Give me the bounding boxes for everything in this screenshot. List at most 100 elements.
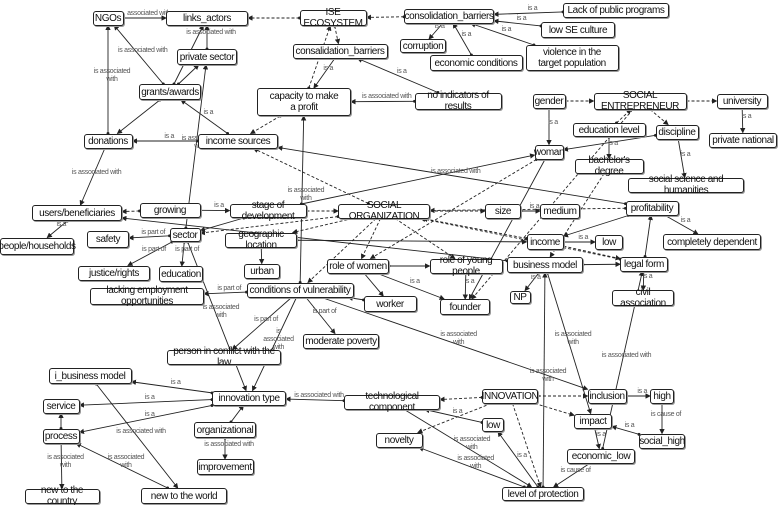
- concept-node-mod-poverty[interactable]: moderate poverty: [303, 333, 379, 349]
- concept-node-discipline[interactable]: discipline: [655, 124, 699, 140]
- concept-node-improvement[interactable]: improvement: [196, 459, 254, 475]
- concept-node-social-high[interactable]: social_high: [639, 433, 685, 449]
- concept-node-civil[interactable]: civil association: [612, 287, 674, 309]
- edge-stage-woman: [299, 153, 536, 206]
- concept-node-urban[interactable]: urban: [244, 263, 280, 279]
- concept-node-stage[interactable]: stage of development: [229, 200, 307, 222]
- concept-node-new-country[interactable]: new to the country: [24, 485, 100, 505]
- edge-label: is a: [624, 422, 635, 430]
- concept-node-econ-low[interactable]: economic_low: [567, 448, 635, 464]
- concept-node-founder[interactable]: founder: [440, 299, 490, 315]
- concept-node-low2[interactable]: low: [482, 418, 504, 432]
- concept-node-income[interactable]: income: [526, 234, 564, 250]
- concept-node-donations[interactable]: donations: [83, 133, 133, 149]
- concept-node-corruption[interactable]: corruption: [400, 39, 446, 53]
- concept-node-soc-ent[interactable]: SOCIAL ENTREPRENEUR: [593, 90, 687, 112]
- concept-node-priv-nat[interactable]: private national: [709, 132, 777, 148]
- concept-node-users[interactable]: users/beneficiaries: [32, 205, 122, 221]
- concept-node-grants[interactable]: grants/awards: [139, 84, 201, 100]
- dashed-edge-innovation-tech: [439, 395, 484, 403]
- edge-label: is a: [144, 394, 155, 402]
- concept-node-links-actors[interactable]: links_actors: [166, 10, 248, 26]
- concept-node-private-sector[interactable]: private sector: [177, 49, 237, 65]
- edge-organizational-innov_type: [229, 404, 244, 424]
- concept-node-safety[interactable]: safety: [87, 230, 129, 248]
- concept-node-low1[interactable]: low: [595, 234, 623, 250]
- concept-node-lacking[interactable]: lacking employment opportunities: [90, 285, 204, 307]
- edge-level_prot-novelty: [418, 446, 526, 489]
- concept-node-medium[interactable]: medium: [540, 203, 580, 219]
- concept-node-soc-org[interactable]: SOCIAL ORGANIZATION: [338, 200, 430, 222]
- concept-node-profitability[interactable]: profitability: [625, 200, 679, 216]
- concept-node-bachelor[interactable]: bachelor's degree: [574, 155, 644, 177]
- concept-node-worker[interactable]: worker: [363, 296, 417, 312]
- concept-node-conditions[interactable]: conditions of vulnerability: [246, 282, 354, 298]
- concept-node-people[interactable]: people/households: [0, 237, 76, 255]
- concept-node-cons-top[interactable]: consolidation_barriers: [404, 8, 494, 24]
- concept-node-service[interactable]: service: [42, 398, 80, 414]
- concept-node-sector[interactable]: sector: [169, 228, 201, 242]
- concept-node-person[interactable]: person in conflict with the law: [167, 346, 281, 368]
- concept-node-i-bm[interactable]: i_business model: [48, 368, 132, 384]
- edge-users-people: [46, 219, 69, 239]
- edge-label: is a: [409, 278, 420, 286]
- concept-node-role-young[interactable]: role of young people: [429, 255, 503, 277]
- edge-label: is a: [434, 23, 445, 31]
- concept-node-high[interactable]: high: [650, 388, 674, 404]
- dashed-edge-capacity-income_sources: [249, 114, 282, 134]
- concept-node-tech[interactable]: technological component: [344, 391, 440, 413]
- concept-node-organizational[interactable]: organizational: [194, 422, 256, 438]
- concept-node-soc-sci[interactable]: social science and humanities: [628, 174, 744, 196]
- concept-node-legal-form[interactable]: legal form: [620, 256, 668, 272]
- concept-node-bmodel[interactable]: business model: [507, 257, 583, 273]
- concept-node-lack[interactable]: Lack of public programs: [563, 2, 669, 18]
- concept-node-process[interactable]: process: [42, 428, 80, 444]
- concept-node-capacity[interactable]: capacity to make a profit: [257, 88, 351, 116]
- edge-social_high-impact: [611, 425, 641, 436]
- concept-node-university[interactable]: university: [716, 93, 768, 109]
- concept-node-geo[interactable]: geographic location: [225, 229, 297, 251]
- edge-label: is a: [396, 67, 407, 75]
- concept-node-impact[interactable]: impact: [574, 413, 612, 429]
- concept-node-justice[interactable]: justice/rights: [78, 265, 150, 281]
- concept-node-low-se[interactable]: low SE culture: [541, 22, 615, 38]
- concept-node-cons2[interactable]: consalidation_barriers: [292, 43, 388, 59]
- edge-conditions-innov_type: [252, 296, 298, 392]
- concept-node-new-world[interactable]: new to the world: [141, 488, 227, 504]
- edge-label: is a: [529, 203, 540, 210]
- edge-label: is a: [452, 407, 463, 415]
- concept-node-violence[interactable]: violence in the target population: [525, 45, 619, 71]
- dashed-edge-innovation-impact: [533, 402, 575, 417]
- concept-node-woman[interactable]: woman: [533, 144, 565, 160]
- concept-node-level-prot[interactable]: level of protection: [502, 487, 584, 501]
- edge-label: is part of: [142, 245, 166, 253]
- edge-label: is associated with: [457, 455, 494, 471]
- concept-node-inclusion[interactable]: inclusion: [587, 388, 627, 404]
- concept-node-role-women[interactable]: role of women: [327, 258, 389, 274]
- concept-node-econ-cond[interactable]: economic conditions: [429, 55, 523, 71]
- edge-cons_top-corruption: [428, 22, 444, 40]
- concept-node-novelty[interactable]: novelty: [375, 432, 423, 448]
- concept-node-income-sources[interactable]: income sources: [198, 133, 278, 149]
- edge-label: is associated with: [601, 352, 652, 359]
- edge-label: is a: [680, 216, 691, 224]
- concept-node-education[interactable]: education: [159, 266, 203, 282]
- concept-node-ise[interactable]: ISE ECOSYSTEM: [299, 7, 367, 29]
- concept-node-np[interactable]: NP: [509, 290, 531, 304]
- concept-node-innov-type[interactable]: innovation type: [212, 390, 286, 406]
- edge-role_women-founder: [376, 272, 445, 300]
- dashed-edge-growing-users: [121, 208, 141, 215]
- concept-node-growing[interactable]: growing: [139, 202, 201, 218]
- edge-label: is part of: [312, 307, 337, 315]
- concept-node-size[interactable]: size: [485, 203, 521, 219]
- concept-node-ngos[interactable]: NGOs: [92, 10, 124, 26]
- concept-node-edu-level[interactable]: education level: [572, 123, 646, 137]
- edge-label: is a: [637, 388, 648, 395]
- edge-legal_form-profitability: [643, 214, 653, 258]
- concept-node-gender[interactable]: gender: [532, 93, 566, 109]
- concept-node-innovation[interactable]: INNOVATION: [481, 388, 539, 404]
- edge-label: is associated with: [186, 29, 236, 37]
- concept-node-comp-dep[interactable]: completely dependent: [663, 234, 761, 250]
- concept-node-no-ind[interactable]: no indicators of results: [414, 90, 502, 112]
